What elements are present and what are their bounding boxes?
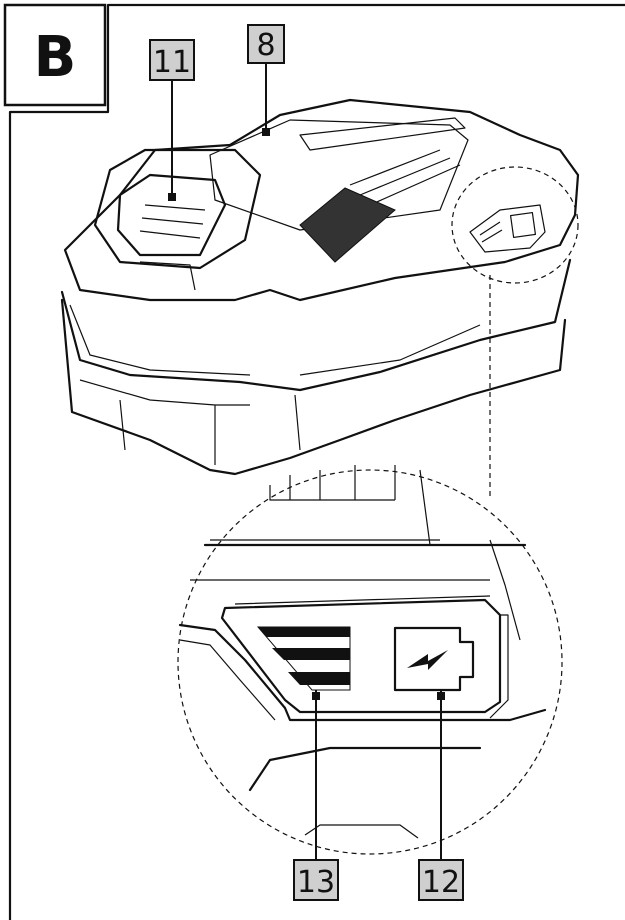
- panel-letter-box: [3, 3, 107, 107]
- callout-13: 13: [293, 859, 339, 901]
- fuel-gauge-bars-icon: [256, 626, 351, 691]
- callout-13-label: 13: [297, 865, 335, 900]
- vent-grille: [299, 187, 396, 263]
- callout-8-label: 8: [256, 28, 275, 63]
- callout-11: 11: [149, 39, 195, 81]
- callout-11-label: 11: [153, 45, 191, 80]
- detail-view: [177, 465, 563, 855]
- release-button: [116, 173, 227, 291]
- battery-pack: [60, 98, 580, 476]
- callout-12-label: 12: [422, 865, 460, 900]
- callout-8: 8: [247, 24, 285, 64]
- detail-origin-circle: [451, 166, 579, 284]
- panel-letter: B: [34, 25, 77, 90]
- detail-circle: [177, 469, 563, 855]
- callout-12: 12: [418, 859, 464, 901]
- panel-frame: [8, 3, 625, 920]
- battery-charge-icon: [393, 626, 475, 692]
